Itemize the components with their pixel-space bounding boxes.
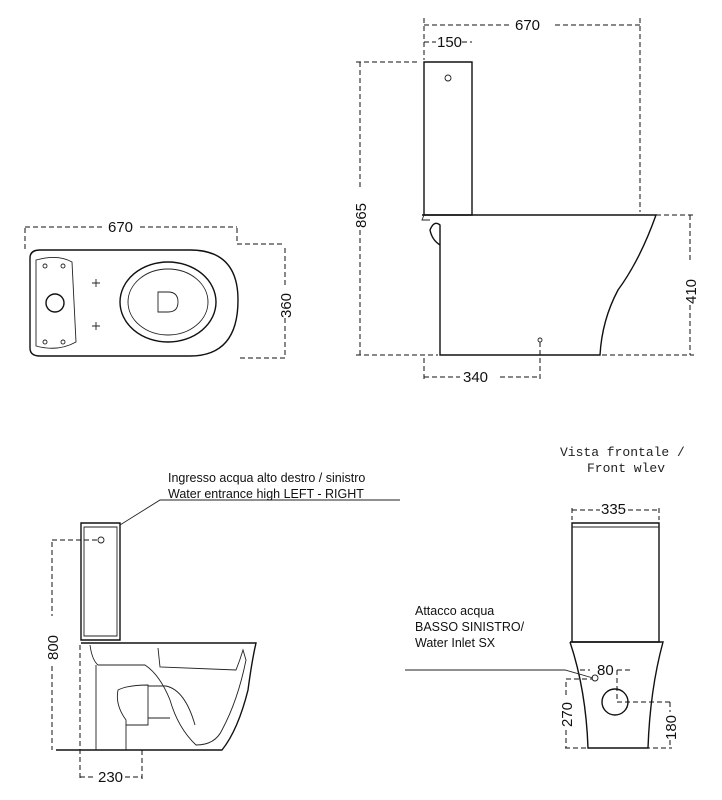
front-width-dim: 335 — [601, 501, 626, 518]
section-bowl — [56, 642, 257, 751]
section-view: Ingresso acqua alto destro / sinistro Wa… — [45, 471, 400, 786]
side-view: 670 150 865 410 340 — [353, 17, 700, 386]
side-length-dim: 670 — [515, 17, 540, 34]
tank-lid-outline — [35, 257, 77, 349]
top-view: 670 360 — [24, 219, 295, 359]
front-inlet-label-3: Water Inlet SX — [415, 636, 496, 650]
top-view-outline — [29, 249, 239, 357]
front-inlet-height-dim: 270 — [559, 702, 576, 727]
front-inlet-label-1: Attacco acqua — [415, 604, 494, 618]
bowl-height-dim: 410 — [683, 279, 700, 304]
side-outlet-dim: 340 — [463, 369, 488, 386]
seat-outline — [119, 261, 217, 343]
front-outlet-height-dim: 180 — [663, 715, 680, 740]
section-outlet-dim: 230 — [98, 769, 123, 786]
flush-button — [45, 293, 65, 313]
fixing-marks — [92, 279, 100, 330]
inlet-label-en: Water entrance high LEFT - RIGHT — [168, 487, 364, 501]
tank-depth-dim: 150 — [437, 34, 462, 51]
inlet-offset-dim: 80 — [597, 662, 614, 679]
front-view-title-1: Vista frontale / — [560, 445, 685, 460]
inlet-label-it: Ingresso acqua alto destro / sinistro — [168, 471, 365, 485]
front-inlet-label-2: BASSO SINISTRO/ — [415, 620, 525, 634]
front-view-title-2: Front wlev — [587, 461, 665, 476]
top-width-dim: 670 — [108, 219, 133, 236]
top-depth-dim: 360 — [278, 293, 295, 318]
tank-outline — [423, 61, 473, 216]
total-height-dim: 865 — [353, 203, 370, 228]
section-tank — [80, 522, 121, 641]
front-outlet — [601, 688, 629, 716]
bowl-outline — [422, 214, 657, 356]
front-tank — [571, 522, 660, 643]
front-view: Vista frontale / Front wlev Attacco acqu… — [405, 445, 685, 749]
inlet-height-dim: 800 — [45, 635, 62, 660]
